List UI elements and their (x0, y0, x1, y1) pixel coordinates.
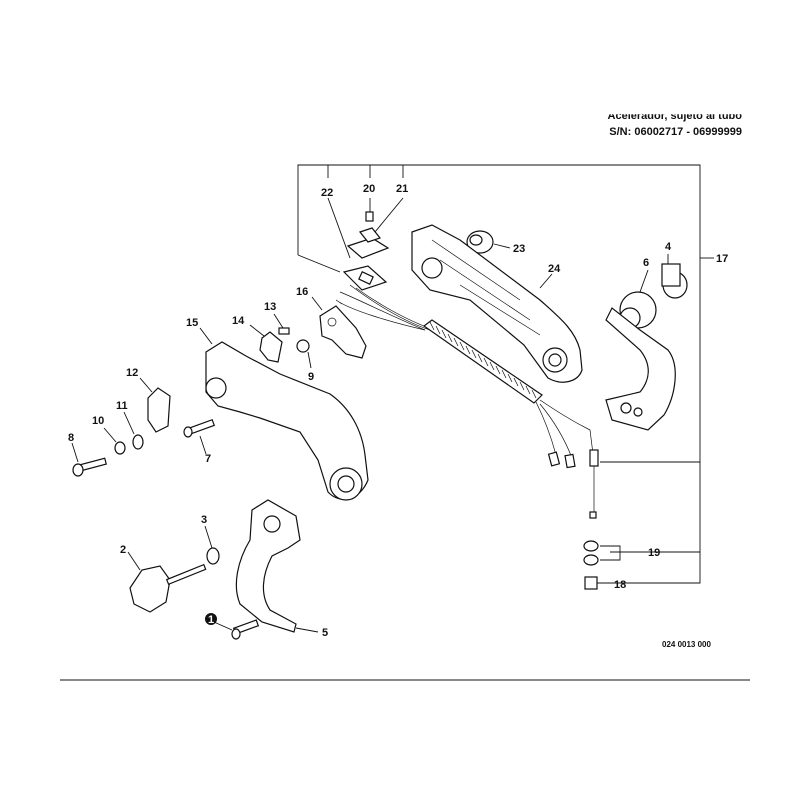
part-13-screw (273, 313, 290, 335)
callout-8: 8 (68, 432, 74, 444)
part-18-nut (584, 576, 610, 590)
callout-19: 19 (648, 547, 660, 559)
part-23-grommet (466, 230, 511, 254)
part-9-roller (296, 339, 312, 369)
group-bracket-20-22 (297, 164, 714, 584)
callout-3: 3 (201, 514, 207, 526)
part-10-washer (103, 427, 126, 455)
callout-23: 23 (513, 243, 525, 255)
callout-14: 14 (232, 315, 245, 327)
part-24-upper-handle (411, 224, 583, 383)
callout-4: 4 (665, 241, 672, 253)
callout-labels: 1 2 3 4 5 6 7 8 9 10 11 12 13 14 15 16 1… (68, 183, 728, 639)
part-14-lever (249, 324, 283, 363)
part-3-washer (204, 525, 220, 565)
part-21-screw (365, 211, 374, 222)
callout-11: 11 (116, 400, 128, 412)
part-19-nuts (583, 540, 640, 566)
part-4-bushing (661, 254, 688, 299)
callout-7: 7 (205, 453, 211, 465)
drawing-code: 024 0013 000 (662, 640, 711, 649)
callout-16: 16 (296, 286, 308, 298)
part-1-screw (205, 613, 260, 640)
part-16-trigger (311, 296, 367, 359)
serial-number-range: S/N: 06002717 - 06999999 (609, 126, 742, 138)
callout-2: 2 (120, 544, 126, 556)
part-2-knob (127, 551, 207, 613)
callout-9: 9 (308, 371, 314, 383)
callout-10: 10 (92, 415, 104, 427)
callout-12: 12 (126, 367, 138, 379)
callout-24: 24 (548, 263, 561, 275)
part-22-switch-wire-harness (335, 265, 599, 519)
callout-15: 15 (186, 317, 198, 329)
callout-1: 1 (208, 614, 214, 626)
callout-13: 13 (264, 301, 276, 313)
part-8-bolt (71, 442, 108, 477)
callout-17: 17 (716, 253, 728, 265)
callout-5: 5 (322, 627, 328, 639)
part-20-clip (346, 227, 390, 259)
part-17-housing (605, 307, 676, 431)
callout-22: 22 (321, 187, 333, 199)
callout-20: 20 (363, 183, 375, 195)
part-5-clamp-piece (235, 499, 319, 633)
callout-6: 6 (643, 257, 649, 269)
part-11-washer (123, 411, 144, 450)
diagram-title: Acelerador, sujeto al tubo (607, 110, 742, 122)
callout-21: 21 (396, 183, 408, 195)
callout-18: 18 (614, 579, 626, 591)
part-7-bolt (183, 418, 216, 455)
part-12-clamp (139, 377, 171, 433)
part-15-main-handle (199, 327, 369, 501)
